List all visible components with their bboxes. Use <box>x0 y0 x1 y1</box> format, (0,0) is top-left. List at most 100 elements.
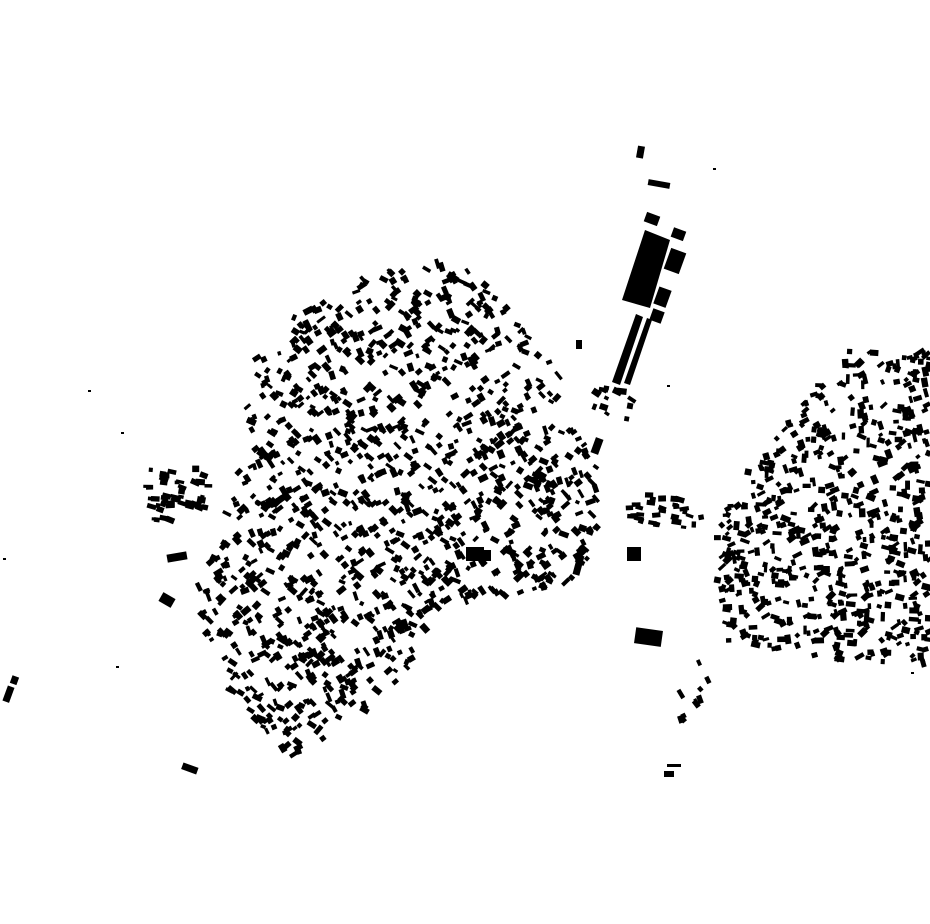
building <box>375 350 383 357</box>
building <box>415 322 422 329</box>
building <box>416 591 423 597</box>
building <box>478 491 484 497</box>
building <box>917 618 922 625</box>
building <box>721 620 731 626</box>
building <box>339 490 346 497</box>
building <box>324 431 334 441</box>
building <box>431 567 442 579</box>
building <box>540 529 549 538</box>
building <box>372 388 383 398</box>
building <box>432 486 439 494</box>
building <box>369 568 377 576</box>
building <box>919 571 927 580</box>
building <box>894 443 902 451</box>
building <box>915 463 922 470</box>
building <box>753 504 761 513</box>
building <box>263 455 273 463</box>
building <box>400 573 410 582</box>
building <box>894 593 905 602</box>
building <box>775 499 786 508</box>
building <box>426 576 434 583</box>
building <box>441 457 449 465</box>
building <box>349 443 360 454</box>
building <box>284 421 293 431</box>
building <box>493 485 503 493</box>
building <box>570 525 582 537</box>
building <box>3 558 6 560</box>
building <box>664 771 674 777</box>
building <box>761 507 772 517</box>
building <box>269 427 279 435</box>
building <box>365 381 377 393</box>
building <box>399 579 407 587</box>
building <box>299 574 309 583</box>
building <box>502 387 508 394</box>
building <box>382 352 389 359</box>
building <box>336 346 343 354</box>
building <box>751 575 759 583</box>
building <box>521 348 530 356</box>
building <box>327 648 336 656</box>
building <box>290 428 302 439</box>
building <box>306 719 318 730</box>
building <box>344 544 353 553</box>
building <box>272 610 283 619</box>
building <box>896 570 906 578</box>
building <box>365 499 374 508</box>
building <box>880 611 886 622</box>
building <box>284 699 294 710</box>
building <box>310 388 319 398</box>
building <box>214 573 224 582</box>
building <box>918 487 925 494</box>
building <box>403 625 412 633</box>
building <box>736 549 745 553</box>
building <box>238 566 246 574</box>
building <box>445 300 452 306</box>
building <box>384 546 395 555</box>
building <box>250 713 261 725</box>
building <box>591 483 600 494</box>
building <box>372 564 384 576</box>
building <box>303 500 313 509</box>
building <box>879 379 886 385</box>
building <box>756 522 764 530</box>
building <box>591 403 598 411</box>
building <box>418 483 425 490</box>
building <box>756 490 766 497</box>
building <box>737 574 744 583</box>
building <box>223 556 230 562</box>
building <box>784 567 793 574</box>
building <box>421 417 430 426</box>
building <box>236 503 249 515</box>
building <box>334 446 343 455</box>
building <box>297 321 306 330</box>
building <box>776 567 784 572</box>
building <box>733 520 740 531</box>
building <box>308 576 316 584</box>
building <box>801 602 809 608</box>
building <box>574 510 584 517</box>
building <box>833 641 841 649</box>
building <box>335 312 344 322</box>
building <box>841 432 846 440</box>
building <box>407 620 418 629</box>
building <box>810 637 818 645</box>
building <box>847 393 855 402</box>
building <box>691 699 701 709</box>
building <box>502 381 510 388</box>
building <box>359 705 370 715</box>
building <box>460 530 467 537</box>
building <box>567 479 574 487</box>
building <box>838 600 845 607</box>
building <box>827 600 832 607</box>
building <box>845 601 856 608</box>
building <box>907 442 912 450</box>
building <box>460 352 469 362</box>
building <box>406 510 415 519</box>
building <box>794 632 801 639</box>
building <box>308 427 315 433</box>
building <box>227 657 238 668</box>
building <box>379 517 388 526</box>
building <box>389 536 399 545</box>
building <box>779 514 792 524</box>
